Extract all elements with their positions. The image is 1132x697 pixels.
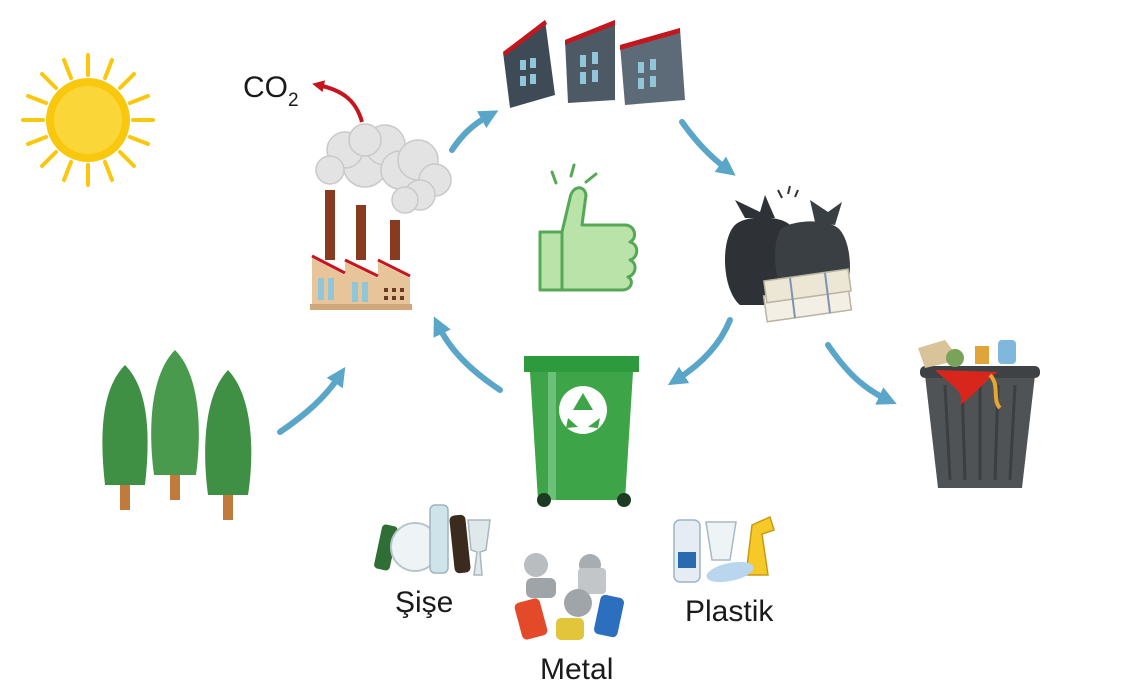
recycle-bin-icon [524,356,639,507]
plastic-label: Plastik [685,595,774,628]
plastic-items-icon [673,515,775,583]
arrow-bags-to-trash [825,342,897,405]
cycle-arrows [277,110,897,435]
co2-label: CO2 [243,71,299,111]
glass-label: Şişe [395,586,454,619]
trees-icon [102,350,252,520]
metal-label: Metal [540,653,614,686]
newspaper-bundle-icon [762,268,853,323]
arrow-bin-to-factory [433,316,503,393]
metal-items-icon [514,553,624,640]
co2-text: CO [243,71,288,104]
arrow-bags-to-bin [667,317,733,386]
sun-icon [21,53,155,187]
glass-items-icon [374,504,491,576]
arrow-trees-to-factory [277,366,346,435]
co2-emission-arrow [312,80,364,123]
thumbs-up-icon [538,163,639,292]
trash-can-icon [918,340,1040,488]
arrow-buildings-to-bags [679,119,736,176]
garbage-bags-icon [724,185,853,323]
factory-icon [310,123,452,310]
arrow-factory-to-buildings [449,110,499,153]
buildings-icon [503,20,685,108]
co2-subscript: 2 [288,90,299,111]
